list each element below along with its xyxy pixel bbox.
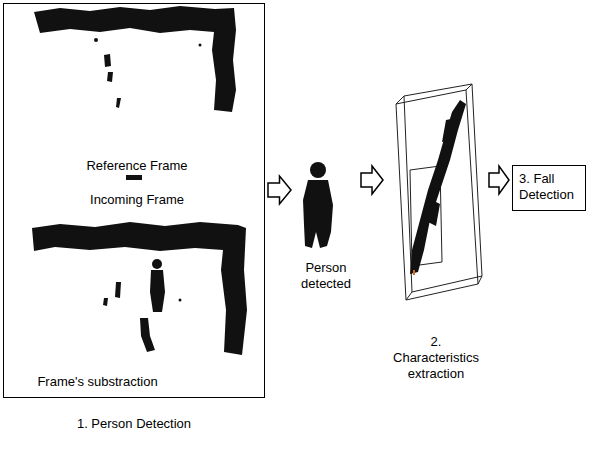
label-text: Reference Frame (62, 158, 212, 174)
extracted-figure (410, 100, 466, 274)
label-text: Incoming Frame (62, 192, 212, 208)
label-text: Person detected (294, 260, 358, 292)
person-figure: Person detected (294, 150, 358, 320)
separator-bar (126, 175, 142, 180)
block-arrow (489, 166, 509, 194)
process-box: 3. Fall Detection (512, 165, 586, 211)
marker (413, 270, 415, 275)
reference-frame-image (34, 6, 236, 112)
person-silhouette (303, 162, 333, 248)
bounding-box-3d (396, 84, 482, 300)
label-text: 2. Characteristics extraction (386, 334, 486, 382)
subtraction-image (32, 222, 247, 355)
block-arrow (268, 176, 291, 204)
label-text: 3. Fall Detection (513, 166, 585, 208)
detection-panel: Reference FrameIncoming FrameFrame's sub… (3, 3, 265, 398)
label-text: 1. Person Detection (34, 416, 234, 432)
label-text: Frame's substraction (10, 374, 185, 390)
block-arrow (361, 166, 383, 194)
extraction-figure: 2. Characteristics extraction (386, 82, 486, 382)
